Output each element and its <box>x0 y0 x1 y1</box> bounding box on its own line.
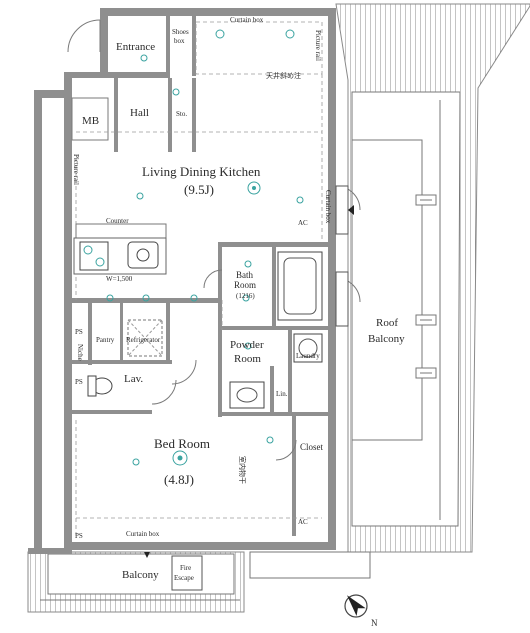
fire-escape-label-1: Fire <box>180 564 191 572</box>
entrance-label: Entrance <box>116 41 155 53</box>
mb-room <box>71 97 109 141</box>
ps-label-2: PS <box>75 378 83 386</box>
curtain-box-side-label: Curtain box <box>324 190 332 224</box>
doors <box>67 19 361 461</box>
storage-label: Sto. <box>176 110 187 118</box>
compass-label: N <box>371 618 378 628</box>
powder-label-2: Room <box>234 353 261 365</box>
shoes-box-label-1: Shoes <box>172 28 189 36</box>
closet-label: Closet <box>300 442 324 452</box>
roof-balcony-label-2: Balcony <box>368 333 405 345</box>
ldk-size-label: (9.5J) <box>184 182 214 197</box>
roof-balcony-area <box>335 3 530 553</box>
pantry-label: Pantry <box>96 336 115 344</box>
fire-escape-hatch <box>171 555 203 591</box>
kitchen-counter <box>73 223 167 275</box>
linen-label: Lin. <box>276 390 288 398</box>
fixtures <box>87 319 323 409</box>
niche-label: Niche <box>76 344 84 361</box>
bedroom-size-label: (4.8J) <box>164 472 194 487</box>
picture-rail-top-label: Picture rail <box>314 30 322 61</box>
kitchen-width-label: W=1,500 <box>106 275 133 283</box>
hall-label: Hall <box>130 107 149 119</box>
lav-label: Lav. <box>124 373 143 385</box>
counter-label: Counter <box>106 217 129 225</box>
balcony-label: Balcony <box>122 569 159 581</box>
powder-label-1: Powder <box>230 339 264 351</box>
mb-label: MB <box>82 115 99 127</box>
bath-label-1: Bath <box>236 270 253 280</box>
bath-size-label: (1216) <box>236 292 255 300</box>
ldk-label: Living Dining Kitchen <box>142 164 261 179</box>
roof-balcony-label-1: Roof <box>376 317 398 329</box>
refrigerator-label: Refrigerator <box>126 336 161 344</box>
ac-label-2: AC <box>298 518 308 526</box>
ps-label-1: PS <box>75 328 83 336</box>
shoes-box-label-2: box <box>174 37 185 45</box>
interior-walls <box>72 16 328 536</box>
exterior-walls <box>28 8 336 554</box>
picture-rail-left-label: Picture rail <box>72 154 80 185</box>
fire-escape-label-2: Escape <box>174 574 194 582</box>
ceiling-note-label: 天井斜め注 <box>266 71 301 80</box>
electrical-symbols <box>106 29 304 466</box>
bathtub <box>277 251 323 321</box>
ps-label-3: PS <box>75 532 83 540</box>
compass-icon <box>344 594 368 618</box>
curtain-box-bottom-label: Curtain box <box>126 530 160 538</box>
balcony-arrow-icon <box>144 552 150 558</box>
laundry-label: Laundry <box>296 352 320 360</box>
ac-label-1: AC <box>298 219 308 227</box>
indoor-drying-label: 室内物干 <box>238 456 247 484</box>
bedroom-label: Bed Room <box>154 436 210 451</box>
curtain-box-top-label: Curtain box <box>230 16 264 24</box>
bath-label-2: Room <box>234 280 256 290</box>
